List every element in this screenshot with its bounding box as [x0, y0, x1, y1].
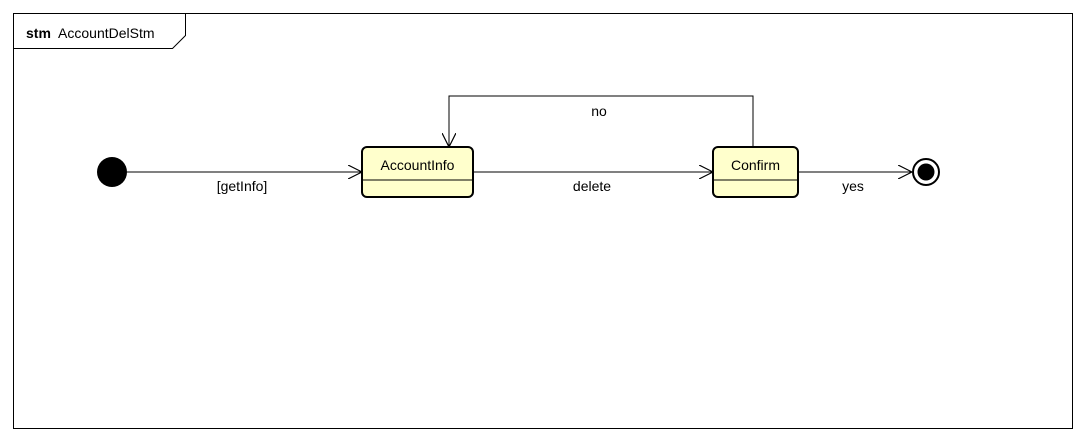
- state-account-info-label: AccountInfo: [381, 157, 455, 173]
- frame-name-tab: [13, 13, 186, 49]
- transition-getinfo-label: [getInfo]: [217, 178, 268, 194]
- transition-no[interactable]: [449, 95, 754, 147]
- frame-title: stm AccountDelStm: [26, 25, 155, 41]
- transition-delete-label: delete: [573, 178, 611, 194]
- state-confirm[interactable]: Confirm: [712, 146, 799, 198]
- final-state[interactable]: [912, 158, 940, 186]
- diagram-frame: [13, 13, 1073, 429]
- transition-yes-label: yes: [842, 178, 864, 194]
- initial-state[interactable]: [97, 157, 127, 187]
- state-confirm-label: Confirm: [731, 157, 780, 173]
- state-account-info[interactable]: AccountInfo: [361, 146, 474, 198]
- frame-kind-label: stm: [26, 25, 51, 41]
- frame-name-label: AccountDelStm: [58, 25, 154, 41]
- transition-no-label: no: [591, 103, 607, 119]
